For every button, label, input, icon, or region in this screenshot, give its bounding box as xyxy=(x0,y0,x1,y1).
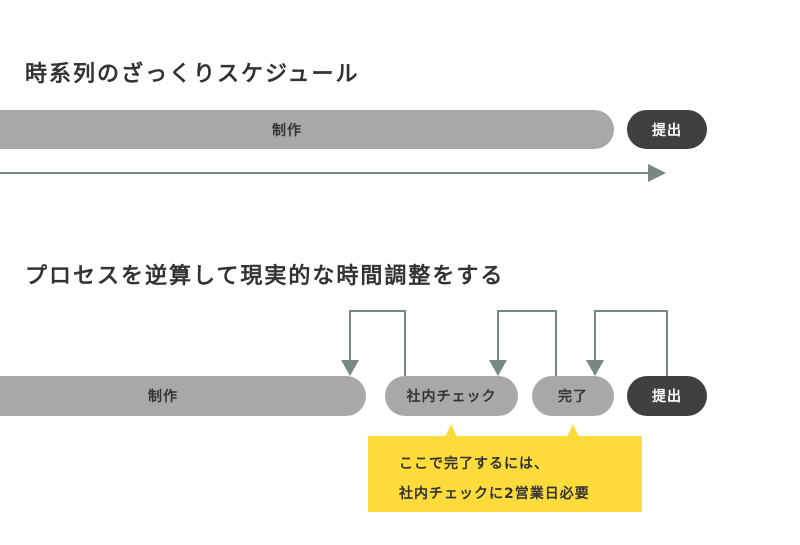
submission-step-label: 提出 xyxy=(652,122,682,139)
internal-review-step-label: 社内チェック xyxy=(406,389,497,405)
back-arrow-review-to-production xyxy=(349,310,406,376)
submission-step-label: 提出 xyxy=(652,389,682,405)
back-arrow-complete-to-review xyxy=(497,310,557,376)
production-step-label: 制作 xyxy=(272,122,302,139)
back-arrowhead-review xyxy=(489,360,507,376)
completion-step-label: 完了 xyxy=(558,389,588,405)
callout-line-1: ここで完了するには、 xyxy=(399,456,549,472)
process-heading: プロセスを逆算して現実的な時間調整をする xyxy=(25,264,505,289)
production-step-label: 制作 xyxy=(148,389,178,405)
completion-step: 完了 xyxy=(532,376,614,416)
callout-pointer-complete xyxy=(567,424,579,437)
production-step-backward: 制作 xyxy=(0,376,366,416)
schedule-heading: 時系列のざっくりスケジュール xyxy=(25,62,360,87)
callout-note: ここで完了するには、 社内チェックに2営業日必要 xyxy=(368,436,642,512)
timeline-arrowhead xyxy=(648,164,666,182)
internal-review-step: 社内チェック xyxy=(385,376,518,416)
submission-step: 提出 xyxy=(627,110,707,149)
callout-pointer-review xyxy=(445,424,457,437)
back-arrow-submit-to-complete xyxy=(594,310,668,376)
production-step: 制作 xyxy=(0,110,614,149)
back-arrowhead-complete xyxy=(586,360,604,376)
submission-step-backward: 提出 xyxy=(627,376,707,416)
callout-line-2: 社内チェックに2営業日必要 xyxy=(399,486,590,502)
back-arrowhead-production xyxy=(341,360,359,376)
